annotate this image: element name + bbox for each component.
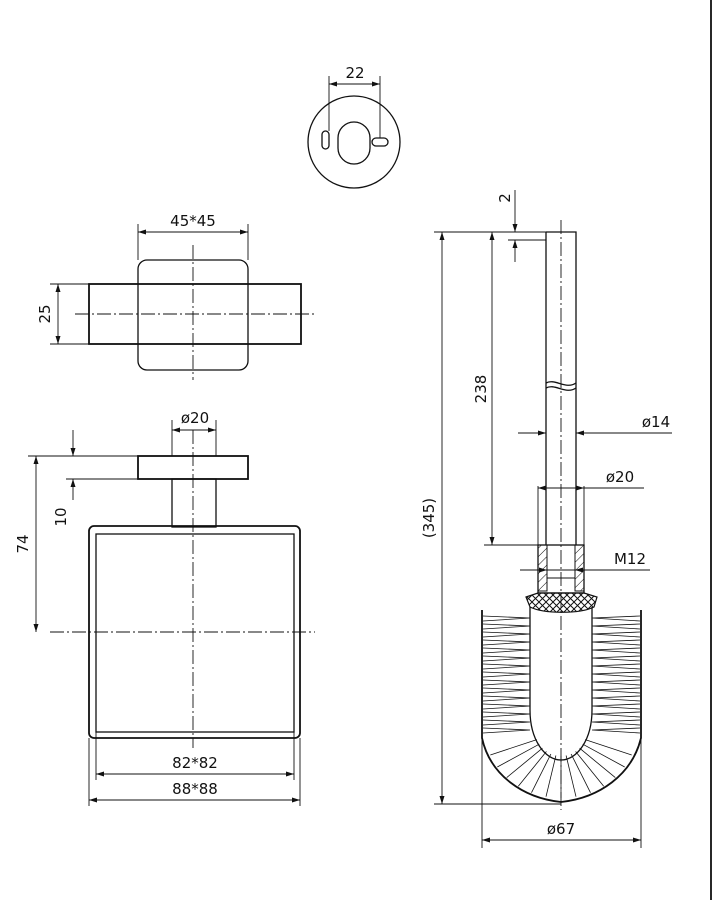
dim-hole-spacing: 22 <box>345 64 364 82</box>
bristle <box>482 687 531 694</box>
bristle <box>482 655 531 662</box>
brush-core <box>525 592 598 613</box>
dim-thread: M12 <box>614 550 646 568</box>
holder-neck <box>171 478 217 528</box>
bristle <box>506 747 543 778</box>
dim-holder-height: 74 <box>14 534 32 553</box>
bristle <box>482 719 531 726</box>
wall-plate-left-slot <box>321 130 330 150</box>
bristle <box>591 727 641 734</box>
bristle <box>585 739 632 756</box>
bristle <box>482 711 531 718</box>
bristle <box>570 753 591 793</box>
dim-neck-diameter: ø20 <box>181 409 209 427</box>
dim-inner-size: 82*82 <box>172 754 218 772</box>
bristle <box>591 663 641 670</box>
dim-plate-thickness: 10 <box>52 507 70 526</box>
bristle <box>591 695 641 702</box>
bristle <box>531 753 552 793</box>
dim-base-size: 45*45 <box>170 212 216 230</box>
dim-ferrule-diameter: ø20 <box>606 468 634 486</box>
brush-side-view: 2 238 (345) ø14 ø20 M12 <box>420 190 672 848</box>
wall-plate-center-slot <box>337 121 371 165</box>
bristle <box>591 615 641 622</box>
bristle <box>591 639 641 646</box>
bristle <box>591 719 641 726</box>
dim-top-offset: 2 <box>496 193 514 203</box>
dim-outer-size: 88*88 <box>172 780 218 798</box>
bristle <box>482 631 531 638</box>
bristle <box>517 751 547 787</box>
bristle <box>482 671 531 678</box>
base-top-view: 45*45 25 <box>36 212 315 380</box>
bristle <box>591 711 641 718</box>
bristle <box>565 755 577 797</box>
bristle <box>497 743 540 768</box>
bristle <box>482 727 531 734</box>
bristle <box>591 647 641 654</box>
base-square <box>137 259 249 371</box>
bristle <box>482 695 531 702</box>
bristle <box>490 739 537 756</box>
bristle <box>591 703 641 710</box>
bristle <box>591 631 641 638</box>
bristle <box>482 647 531 654</box>
dim-handle-diameter: ø14 <box>642 413 670 431</box>
bristle <box>575 751 605 787</box>
bristle <box>482 623 531 630</box>
dim-overall-length: (345) <box>420 498 438 538</box>
wall-plate-view: 22 <box>307 64 401 189</box>
wall-plate-outline <box>307 95 401 189</box>
holder-inner-frame <box>95 533 295 733</box>
bristle <box>482 679 531 686</box>
bristles <box>482 615 641 798</box>
ferrule-hatch-right <box>574 544 585 592</box>
bristle <box>482 703 531 710</box>
bristle <box>545 755 557 797</box>
brush-handle <box>545 231 577 545</box>
bristle <box>482 639 531 646</box>
bristle-outline <box>481 610 642 803</box>
bristle <box>591 671 641 678</box>
bristle <box>582 743 625 768</box>
bristle <box>591 687 641 694</box>
holder-front-view: ø20 10 74 82*82 88*88 <box>14 409 315 806</box>
dim-base-height: 25 <box>36 304 54 323</box>
ferrule-hatch-left <box>537 544 548 592</box>
dim-handle-length: 238 <box>472 375 490 404</box>
bristle <box>482 615 531 622</box>
bristle <box>591 655 641 662</box>
wall-plate-right-slot <box>371 137 389 147</box>
dim-brush-diameter: ø67 <box>547 820 575 838</box>
bristle <box>591 679 641 686</box>
bristle <box>591 623 641 630</box>
bristle <box>482 663 531 670</box>
bristle <box>579 747 616 778</box>
